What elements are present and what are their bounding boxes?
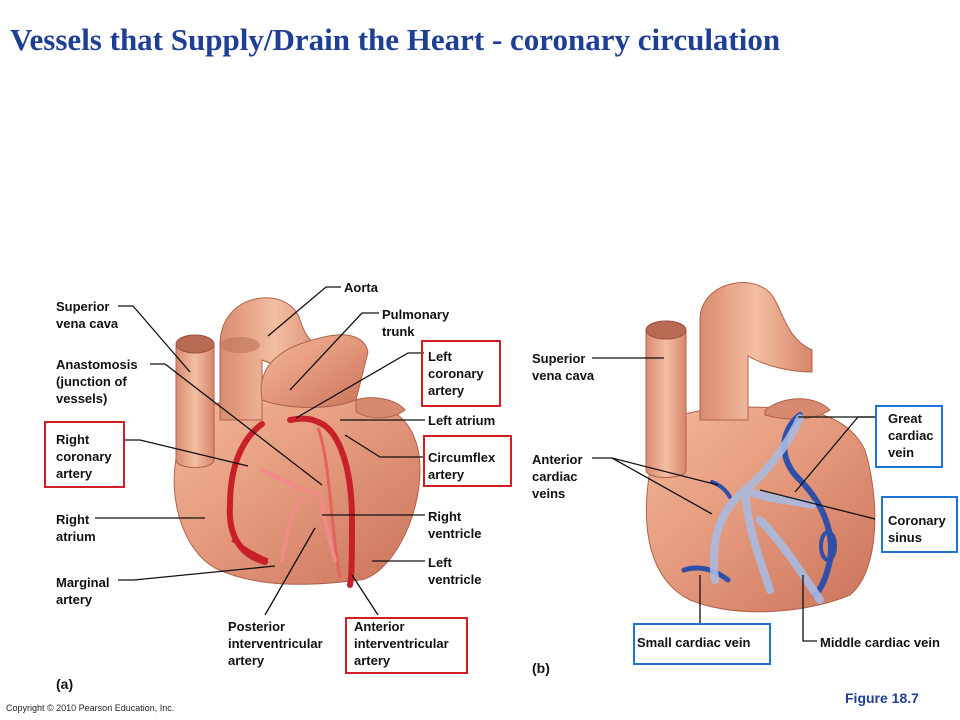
label-circumflex-artery: Circumflex artery xyxy=(428,450,496,482)
leader-a-pulmonary xyxy=(289,312,379,391)
leader-b-middle-cardiac xyxy=(802,575,817,642)
label-superior-vena-cava-a: Superior vena cava xyxy=(56,299,119,331)
left-coronary-artery-vessel xyxy=(287,415,321,425)
label-posterior-interventricular-artery: Posterior interventricular artery xyxy=(228,619,323,668)
label-left-coronary-artery: Left coronary artery xyxy=(428,349,484,398)
leader-a-circumflex xyxy=(344,434,425,458)
panel-a-tag: (a) xyxy=(56,676,74,692)
heart-b-superior-vena-cava xyxy=(645,329,687,478)
label-anastomosis: Anastomosis (junction of vessels) xyxy=(56,357,138,406)
label-great-cardiac-vein: Great cardiac vein xyxy=(888,411,934,460)
leader-a-right-coronary xyxy=(125,439,249,467)
label-aorta: Aorta xyxy=(344,280,378,295)
label-coronary-sinus: Coronary sinus xyxy=(888,513,946,545)
right-coronary-artery-vessel xyxy=(226,421,268,565)
leader-b-great-cardiac-2 xyxy=(794,416,875,493)
leader-a-aorta xyxy=(267,286,341,337)
leader-a-posterior-iv xyxy=(264,527,316,616)
heart-a-left-atrium xyxy=(355,397,406,419)
label-marginal-artery: Marginal artery xyxy=(56,575,110,607)
panel-b-tag: (b) xyxy=(532,660,550,676)
label-right-atrium: Right atrium xyxy=(56,512,96,544)
heart-b-atrium-flap xyxy=(764,398,831,420)
posterior-vein-network xyxy=(709,414,824,604)
label-anterior-interventricular-artery: Anterior interventricular artery xyxy=(354,619,449,668)
figure-number: Figure 18.7 xyxy=(845,690,919,706)
copyright-notice: Copyright © 2010 Pearson Education, Inc. xyxy=(6,703,175,713)
anterior-cardiac-vein-vessel xyxy=(710,480,732,499)
label-superior-vena-cava-b: Superior vena cava xyxy=(532,351,595,383)
small-cardiac-vein-vessel xyxy=(681,565,731,583)
label-pulmonary-trunk: Pulmonary trunk xyxy=(382,307,450,339)
heart-b-svc-opening xyxy=(645,320,687,340)
label-right-coronary-artery: Right coronary artery xyxy=(56,432,112,481)
leader-a-superior-vena-cava xyxy=(118,305,191,373)
highlight-box-left-coronary-artery xyxy=(421,340,501,407)
highlight-box-coronary-sinus xyxy=(881,496,958,553)
label-left-atrium: Left atrium xyxy=(428,413,496,428)
panel-a-leader-lines xyxy=(95,286,425,616)
heart-b-aorta xyxy=(699,282,813,421)
anterior-interventricular-vessel xyxy=(316,427,342,579)
heart-posterior-view xyxy=(645,282,876,613)
leader-b-coronary-sinus xyxy=(759,489,876,520)
leader-a-anastomosis xyxy=(150,363,323,486)
label-middle-cardiac-vein: Middle cardiac vein xyxy=(820,635,940,650)
circumflex-artery-vessel xyxy=(315,419,356,588)
highlight-box-circumflex-artery xyxy=(423,435,512,487)
label-small-cardiac-vein: Small cardiac vein xyxy=(637,635,751,650)
marginal-artery-vessel xyxy=(231,538,269,562)
highlight-box-small-cardiac-vein xyxy=(633,623,771,665)
heart-a-aorta-opening xyxy=(220,337,260,353)
heart-a-superior-vena-cava xyxy=(175,344,215,468)
leader-a-marginal xyxy=(118,565,276,581)
anastomosis-vessels xyxy=(260,468,337,562)
heart-a-svc-opening xyxy=(175,334,215,354)
label-anterior-cardiac-veins: Anterior cardiac veins xyxy=(532,452,583,501)
label-left-ventricle: Left ventricle xyxy=(428,555,482,587)
slide-title: Vessels that Supply/Drain the Heart - co… xyxy=(10,22,781,57)
highlight-box-anterior-interventricular-artery xyxy=(345,617,468,674)
leader-a-left-coronary xyxy=(295,352,424,419)
heart-a-pulmonary-trunk xyxy=(260,334,369,408)
highlight-box-great-cardiac-vein xyxy=(875,405,943,468)
leader-a-anterior-iv xyxy=(351,574,379,616)
highlight-box-right-coronary-artery xyxy=(44,421,125,488)
label-right-ventricle: Right ventricle xyxy=(428,509,482,541)
leader-b-anterior-veins-2 xyxy=(611,457,713,515)
coronary-sinus-loop xyxy=(819,530,837,562)
heart-anterior-view xyxy=(173,297,421,588)
panel-b-leader-lines xyxy=(592,357,876,642)
